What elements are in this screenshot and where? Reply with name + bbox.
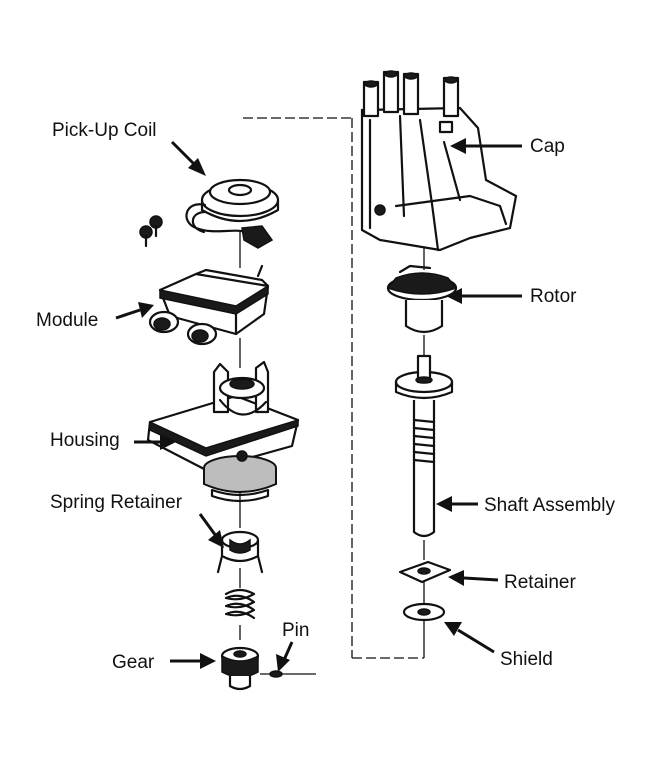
pickup-coil-part bbox=[139, 178, 280, 249]
label-gear: Gear bbox=[112, 652, 155, 673]
rotor-part bbox=[386, 264, 458, 334]
shaft-assembly-part bbox=[394, 354, 454, 538]
gear-part bbox=[220, 646, 260, 691]
cap-part bbox=[360, 70, 518, 252]
module-part bbox=[148, 264, 270, 346]
label-shaft-assembly: Shaft Assembly bbox=[484, 495, 615, 516]
label-housing: Housing bbox=[50, 430, 120, 451]
label-pickup-coil: Pick-Up Coil bbox=[52, 120, 157, 141]
spring-retainer-part bbox=[216, 530, 264, 574]
housing-part bbox=[146, 360, 300, 503]
label-retainer: Retainer bbox=[504, 572, 576, 593]
pin-part bbox=[269, 670, 283, 678]
label-rotor: Rotor bbox=[530, 286, 577, 307]
label-module: Module bbox=[36, 310, 98, 331]
shield-part bbox=[402, 602, 446, 622]
label-shield: Shield bbox=[500, 649, 553, 670]
spring-part bbox=[224, 588, 256, 620]
leader-arrows bbox=[115, 138, 522, 672]
label-cap: Cap bbox=[530, 136, 565, 157]
retainer-part bbox=[398, 560, 452, 584]
label-pin: Pin bbox=[282, 620, 309, 641]
label-spring-retainer: Spring Retainer bbox=[50, 492, 183, 513]
